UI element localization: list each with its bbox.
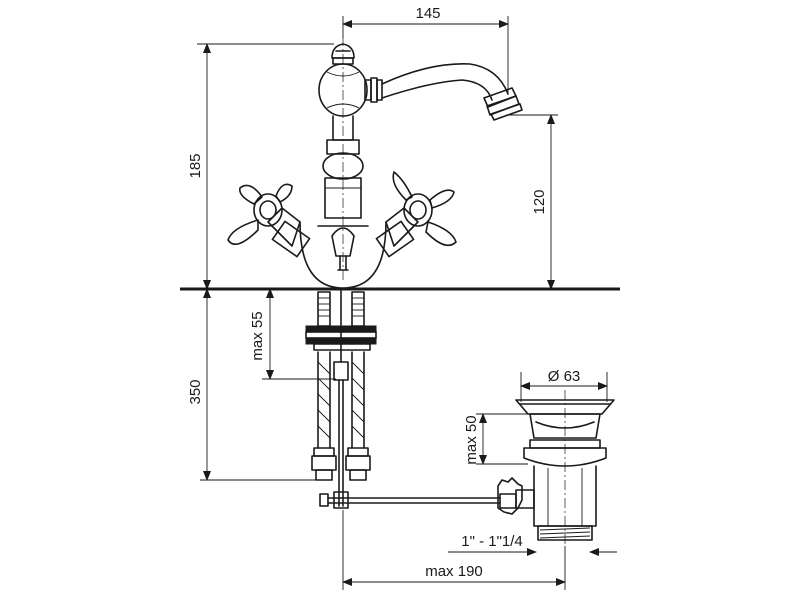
right-cross-handle [375,171,457,258]
dimension-max-waste-thickness: max 50 [463,413,528,465]
dimension-waste-thread: 1" - 1"1/4 [448,533,617,556]
under-counter-mount [305,289,377,507]
total-height-label: 185 [187,153,204,178]
max-offset-label: max 190 [425,563,483,580]
dimension-hose-length: 350 [187,288,322,481]
waste-thread-label: 1" - 1"1/4 [461,533,523,550]
spout-reach-label: 145 [415,5,440,22]
dimension-max-offset: max 190 [342,510,566,590]
waste-diameter-label: Ø 63 [548,368,581,385]
spout [381,63,523,121]
dimension-waste-diameter: Ø 63 [520,368,608,402]
dimension-spout-height: 120 [506,114,558,290]
pop-up-linkage [319,477,535,515]
center-lines [342,36,566,546]
spout-height-label: 120 [531,189,548,214]
hose-length-label: 350 [187,379,204,404]
max-mount-thickness-label: max 55 [249,311,266,360]
max-waste-thickness-label: max 50 [463,415,480,464]
dimension-max-mount-thickness: max 55 [249,288,336,380]
dimension-total-height: 185 [187,43,334,290]
dimension-spout-reach: 145 [342,5,509,94]
left-cross-handle [227,183,311,258]
